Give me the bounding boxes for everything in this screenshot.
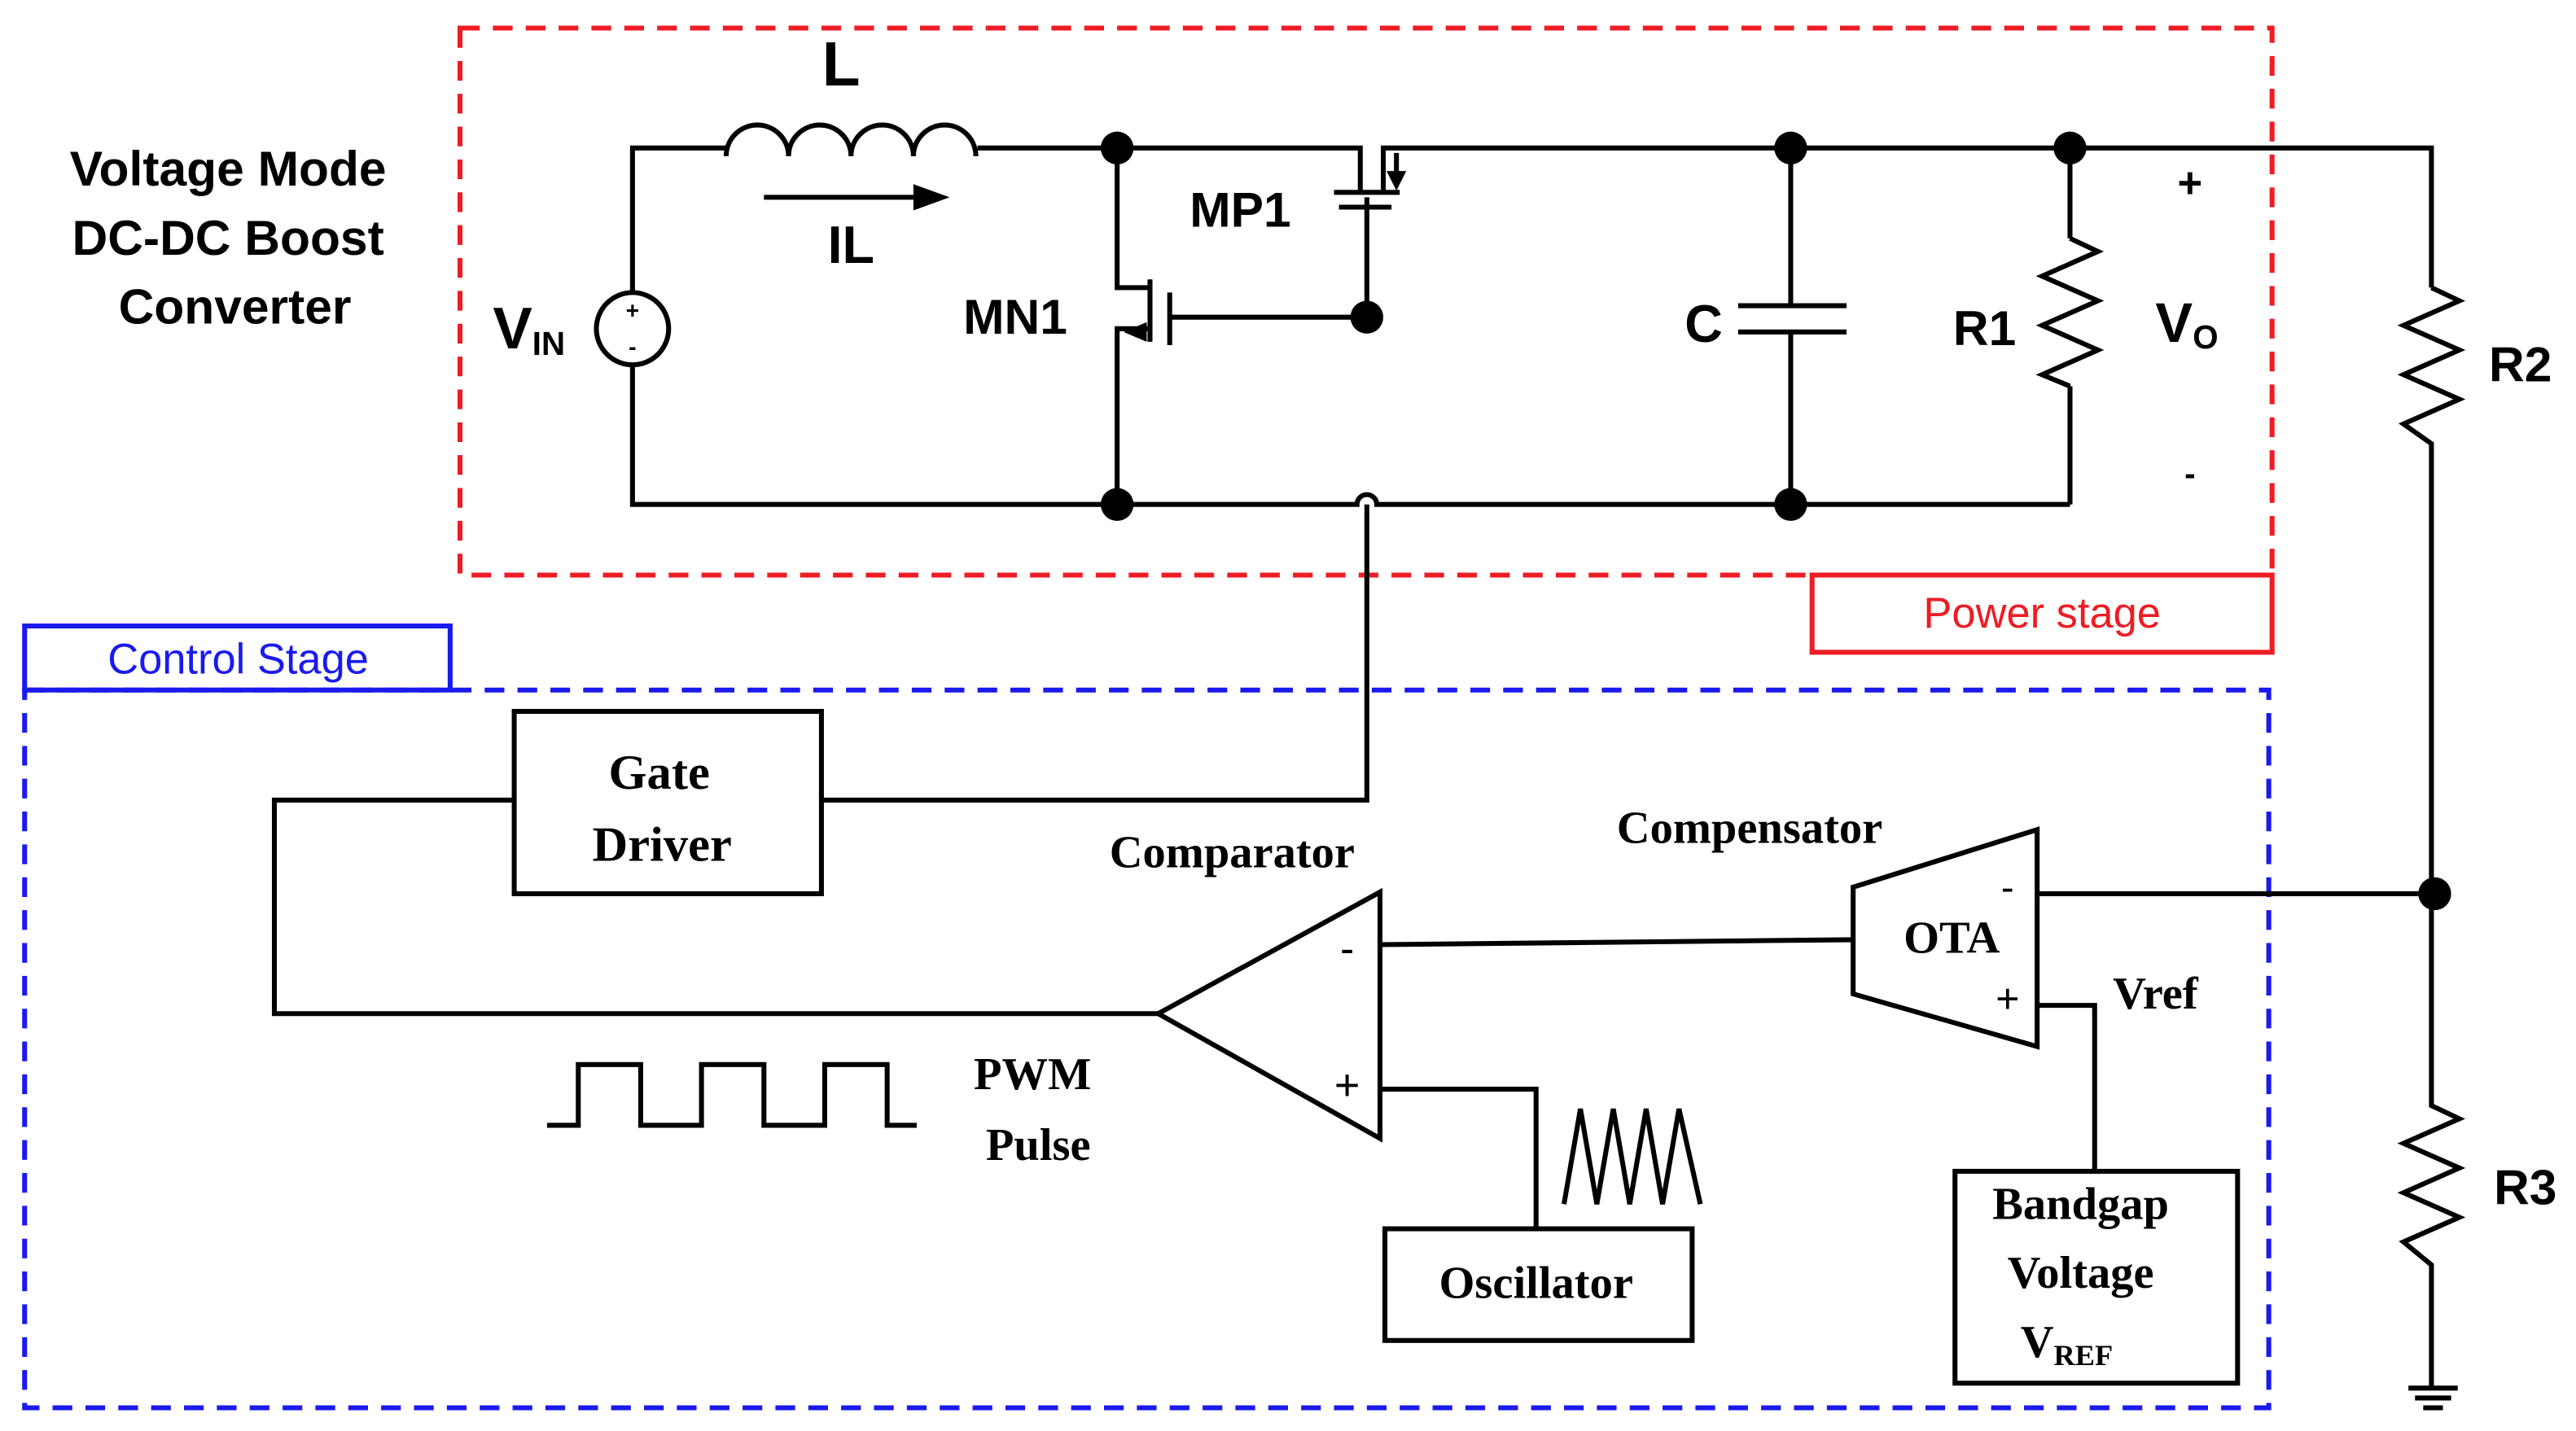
pmos-label: MP1	[1189, 182, 1290, 238]
title-line-3: Converter	[119, 279, 352, 335]
oscillator-block	[1382, 1226, 1695, 1343]
gate-driver-block	[511, 708, 824, 896]
inductor-current-label: IL	[828, 216, 874, 274]
bandgap-block	[1952, 1168, 2241, 1386]
capacitor-label: C	[1684, 295, 1723, 353]
feedback-divider-resistors-icon	[2397, 285, 2466, 1389]
output-plus: +	[2177, 160, 2202, 207]
title-line-1: Voltage Mode	[70, 141, 387, 196]
vref-label: Vref	[2113, 969, 2199, 1019]
resistor-r1-icon	[2035, 236, 2105, 389]
power-stage-label: Power stage	[1923, 590, 2161, 637]
nmos-transistor-icon	[1115, 147, 1369, 505]
voltage-source-icon	[594, 290, 672, 368]
control-stage-boundary	[22, 687, 2272, 1411]
title-line-2: DC-DC Boost	[72, 210, 384, 265]
r1-label: R1	[1953, 300, 2016, 356]
ota-icon	[1851, 826, 2040, 1050]
source-plus: +	[626, 298, 640, 324]
sawtooth-waveform-icon	[1562, 1108, 1703, 1205]
r3-label: R3	[2494, 1159, 2556, 1214]
current-arrow-icon	[913, 184, 950, 211]
comparator-label: Comparator	[1110, 828, 1355, 878]
vin-label: VIN	[493, 295, 565, 362]
power-stage-wiring	[629, 145, 2434, 507]
gate-driver-label: Gate Driver	[593, 746, 732, 873]
control-stage-label: Control Stage	[107, 637, 369, 684]
ota-plus: +	[1996, 976, 2020, 1023]
control-wiring	[1379, 891, 2432, 1229]
comparator-minus: -	[1341, 927, 1354, 970]
junction-dots	[1100, 131, 2451, 911]
ground-icon	[2408, 1385, 2458, 1411]
oscillator-label: Oscillator	[1439, 1258, 1633, 1308]
bandgap-label: Bandgap Voltage VREF	[1992, 1179, 2180, 1372]
compensator-label: Compensator	[1617, 803, 1882, 853]
ota-label: OTA	[1904, 913, 2000, 964]
diagram-title: Voltage Mode DC-DC Boost Converter	[70, 141, 401, 335]
pwm-waveform-icon	[546, 1061, 917, 1128]
output-minus: -	[2184, 454, 2195, 492]
ota-minus: -	[2001, 866, 2013, 907]
inductor-label: L	[822, 30, 861, 99]
pwm-label: PWM Pulse	[974, 1049, 1102, 1171]
nmos-label: MN1	[963, 289, 1067, 344]
comparator-plus: +	[1334, 1061, 1360, 1111]
pmos-transistor-icon	[1334, 152, 1407, 210]
vo-label: VO	[2155, 291, 2218, 356]
source-minus: -	[629, 334, 636, 360]
gate-drive-wiring	[271, 504, 1369, 1017]
r2-label: R2	[2489, 336, 2552, 392]
power-stage-label-box	[1809, 572, 2275, 655]
comparator-icon	[1153, 887, 1383, 1143]
inductor-icon	[723, 122, 979, 157]
capacitor-icon	[1737, 303, 1847, 335]
